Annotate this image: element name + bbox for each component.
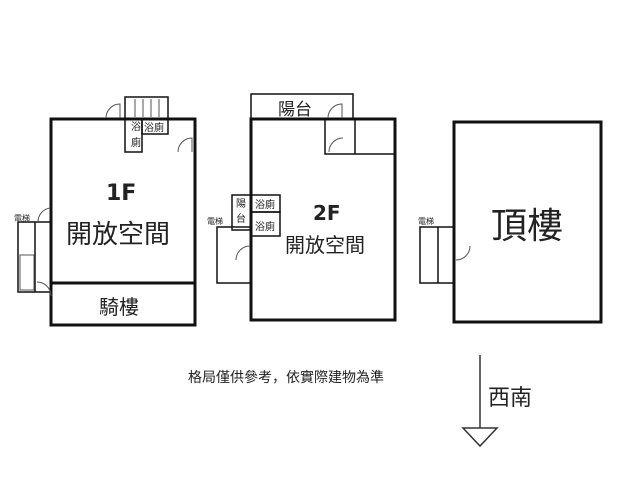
- direction-arrow-icon: [461, 355, 499, 448]
- direction-label: 西南: [488, 386, 532, 411]
- open-space-label: 開放空間: [66, 220, 170, 250]
- toilet-label: 廁: [131, 136, 141, 149]
- elevator-2f: [216, 226, 252, 284]
- stairs-2f: [324, 118, 396, 155]
- elevator-label: 電梯: [207, 216, 223, 226]
- balcony-label: 台: [236, 212, 246, 225]
- open-space-label: 開放空間: [285, 233, 365, 257]
- bath-label: 浴: [131, 121, 141, 133]
- arcade-label: 騎樓: [99, 295, 139, 319]
- roof-title: 頂樓: [491, 206, 563, 247]
- door-icon: [177, 137, 193, 153]
- bath-label: 浴廁: [255, 220, 275, 233]
- balcony-2f: [250, 93, 354, 120]
- roof-plan: 電梯 頂樓: [418, 120, 603, 324]
- floor-1-plan: 浴 浴廁 廁 電梯 1F 開放空間 騎樓: [14, 96, 197, 327]
- balcony-label: 陽台: [278, 100, 312, 120]
- floor-2-plan: 陽台 陽 台 浴廁 浴廁 電梯 2F 開放空間: [207, 93, 397, 322]
- bath-label: 浴廁: [255, 198, 275, 211]
- balcony-label: 陽: [236, 198, 246, 210]
- floor-2-title: 2F: [313, 201, 341, 225]
- door-icon: [105, 103, 121, 119]
- elevator-label: 電梯: [418, 216, 434, 226]
- elevator-roof: [419, 226, 455, 284]
- disclaimer-note: 格局僅供參考，依實際建物為準: [188, 369, 384, 386]
- roof-outline: [452, 120, 603, 324]
- floor-1-title: 1F: [106, 181, 136, 206]
- bath-label: 浴廁: [144, 121, 164, 134]
- elevator-label: 電梯: [14, 213, 30, 223]
- stairs-1f: [124, 96, 169, 120]
